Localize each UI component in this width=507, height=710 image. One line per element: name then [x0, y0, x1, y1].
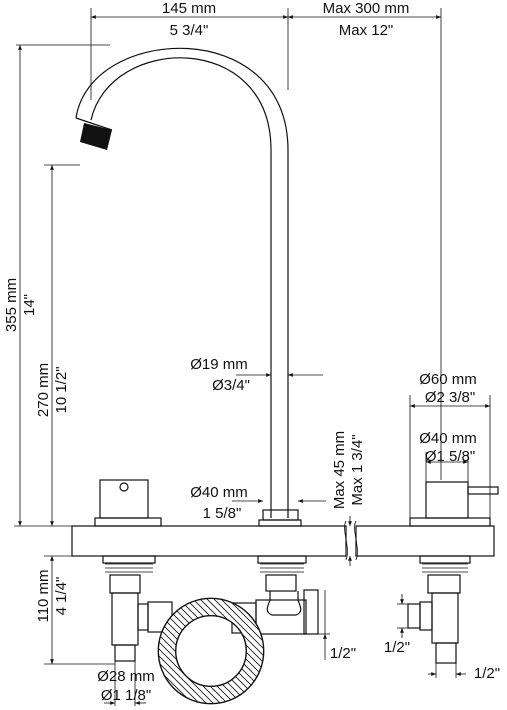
label-max-deck-in: Max 12"	[339, 22, 394, 39]
right-lever-handle	[409, 481, 499, 527]
spout	[75, 47, 302, 527]
label-shank-dia-in: Ø1 1/8"	[101, 687, 151, 704]
label-height-total-mm: 355 mm	[3, 278, 20, 332]
label-below-deck-in: 4 1/4"	[53, 577, 70, 616]
label-spout-reach-mm: 145 mm	[162, 0, 216, 17]
label-shank-dia-mm: Ø28 mm	[97, 668, 155, 685]
label-height-outlet-in: 10 1/2"	[53, 366, 70, 413]
label-handle-body-mm: Ø40 mm	[419, 430, 477, 447]
braided-hose	[157, 597, 265, 705]
label-max-thickness-in: Max 1 3/4"	[349, 434, 366, 505]
label-height-total-in: 14"	[21, 294, 38, 316]
label-thread-center: 1/2"	[330, 645, 356, 662]
label-max-deck-mm: Max 300 mm	[323, 0, 410, 17]
label-base-dia-in: 1 5/8"	[203, 505, 242, 522]
countertop	[71, 520, 495, 561]
label-height-outlet-mm: 270 mm	[35, 363, 52, 417]
label-thread-right-a: 1/2"	[384, 639, 410, 656]
label-handle-body-in: Ø1 5/8"	[425, 448, 475, 465]
dimension-labels: 145 mm 5 3/4" Max 300 mm Max 12" 355 mm …	[3, 0, 500, 704]
left-valve-handle	[94, 479, 162, 527]
label-spout-dia-in: Ø3/4"	[212, 377, 250, 394]
left-valve-below	[102, 555, 173, 662]
label-max-thickness-mm: Max 45 mm	[331, 431, 348, 509]
label-spout-reach-in: 5 3/4"	[170, 22, 209, 39]
label-below-deck-mm: 110 mm	[35, 569, 52, 622]
dimension-lines	[14, 8, 491, 706]
label-handle-plate-in: Ø2 3/8"	[425, 389, 475, 406]
label-base-dia-mm: Ø40 mm	[190, 484, 248, 501]
right-valve-below	[407, 555, 471, 664]
label-handle-plate-mm: Ø60 mm	[419, 371, 477, 388]
label-spout-dia-mm: Ø19 mm	[190, 356, 248, 373]
label-thread-right-b: 1/2"	[474, 665, 500, 682]
